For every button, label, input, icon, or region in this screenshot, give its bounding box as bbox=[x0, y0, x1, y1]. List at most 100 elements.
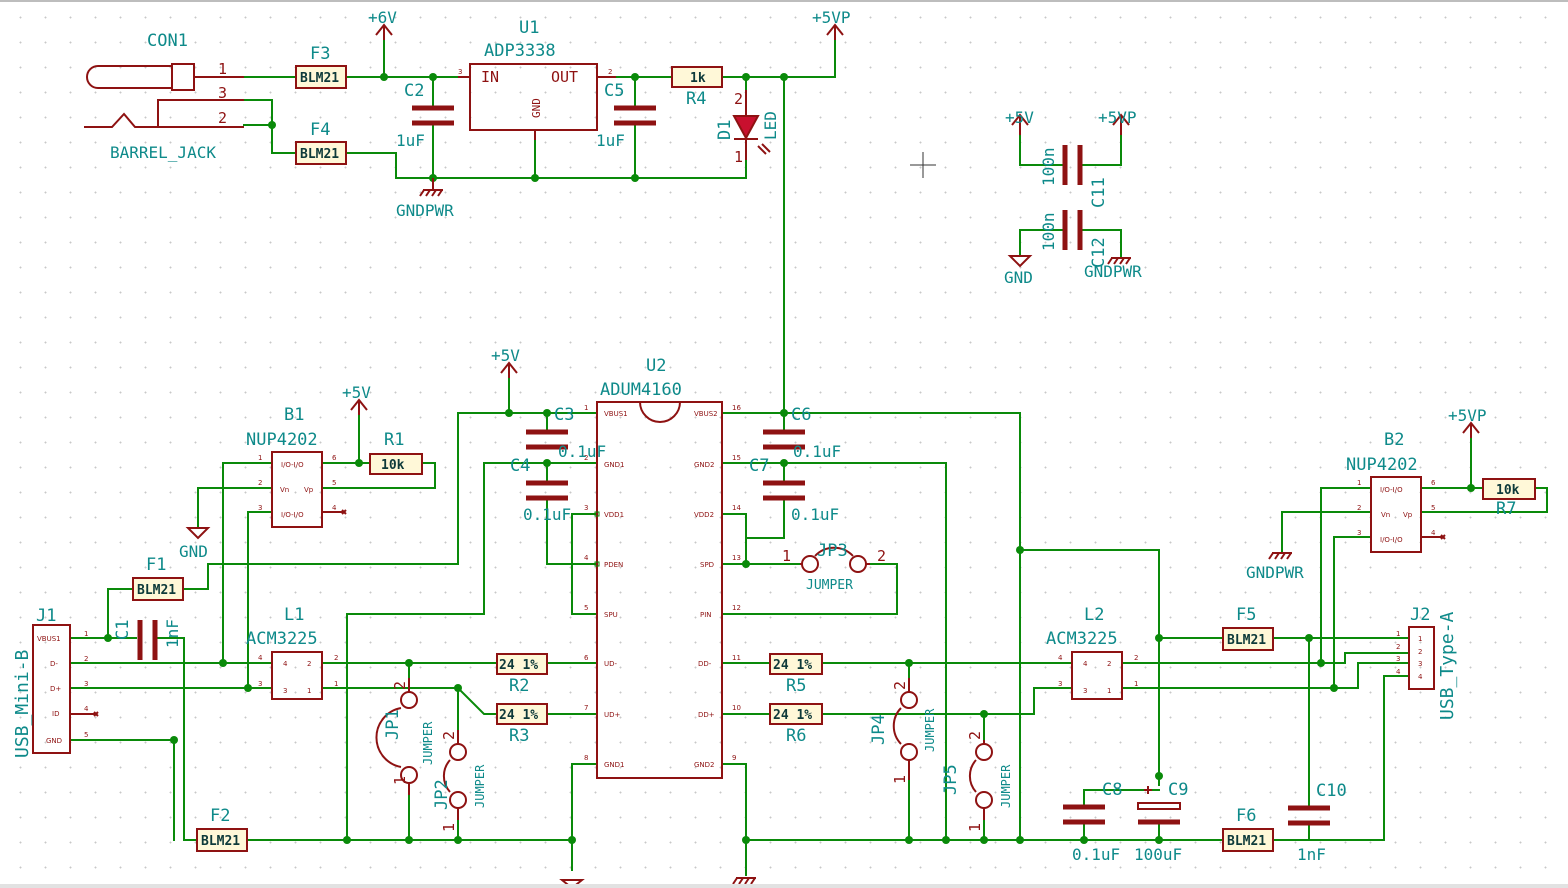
usb-type-a-connector-j2[interactable]: 1 2 3 4 1 2 3 4 J2 USB_Type-A bbox=[1396, 605, 1458, 720]
svg-text:ID: ID bbox=[52, 710, 59, 718]
svg-text:1: 1 bbox=[440, 823, 458, 832]
svg-text:R3: R3 bbox=[509, 726, 529, 746]
resistor-r1[interactable]: 10k R1 bbox=[369, 430, 423, 475]
svg-text:0.1uF: 0.1uF bbox=[523, 505, 571, 524]
gndpwr-u2-bottom-symbol[interactable] bbox=[732, 877, 756, 885]
svg-text:100n: 100n bbox=[1039, 147, 1058, 186]
barrel-jack-con1[interactable]: 1 3 2 CON1 BARREL_JACK bbox=[84, 31, 244, 162]
svg-text:1: 1 bbox=[307, 687, 311, 695]
svg-text:BLM21: BLM21 bbox=[1227, 834, 1266, 849]
svg-text:JP2: JP2 bbox=[432, 779, 452, 810]
gndpwr-top-symbol[interactable]: GNDPWR bbox=[396, 178, 454, 220]
svg-text:GND2: GND2 bbox=[694, 461, 715, 469]
jumper-jp4[interactable]: 2 1 JP4 JUMPER bbox=[869, 678, 937, 784]
resistor-r4[interactable]: 1k R4 bbox=[671, 66, 723, 109]
svg-text:3: 3 bbox=[1357, 529, 1361, 537]
svg-text:C7: C7 bbox=[749, 456, 769, 476]
svg-text:4: 4 bbox=[584, 554, 589, 562]
capacitor-c6[interactable]: C6 0.1uF bbox=[763, 405, 841, 461]
svg-text:24 1%: 24 1% bbox=[499, 708, 538, 723]
capacitor-c11[interactable]: 100n C11 bbox=[1039, 145, 1109, 208]
jumper-jp1[interactable]: 2 1 JP1 JUMPER bbox=[375, 678, 435, 795]
capacitor-c7[interactable]: C7 0.1uF bbox=[749, 456, 839, 524]
svg-text:1nF: 1nF bbox=[1297, 845, 1326, 864]
common-mode-choke-l1[interactable]: 4 2 3 1 4 3 2 1 L1 ACM3225 bbox=[246, 605, 338, 700]
gndpwr-b2-symbol[interactable]: GNDPWR bbox=[1246, 552, 1304, 582]
svg-text:10: 10 bbox=[732, 704, 741, 712]
gndpwr-c12-symbol[interactable]: GNDPWR bbox=[1084, 257, 1142, 281]
svg-text:C12: C12 bbox=[1089, 237, 1109, 268]
svg-text:5: 5 bbox=[1431, 504, 1435, 512]
power-5vp-b2-symbol[interactable]: +5VP bbox=[1448, 406, 1487, 438]
ferrite-f3[interactable]: BLM21 F3 bbox=[295, 44, 347, 89]
capacitor-c12[interactable]: 100n C12 bbox=[1039, 210, 1109, 268]
svg-text:3: 3 bbox=[1396, 655, 1400, 663]
ferrite-f6[interactable]: BLM21 F6 bbox=[1222, 806, 1274, 852]
svg-text:BLM21: BLM21 bbox=[201, 834, 240, 849]
jumper-jp3[interactable]: 1 2 JP3 JUMPER bbox=[782, 541, 886, 593]
capacitor-c4[interactable]: C4 0.1uF bbox=[510, 456, 571, 524]
svg-text:2: 2 bbox=[891, 681, 909, 690]
svg-text:J1: J1 bbox=[36, 606, 56, 626]
svg-text:1: 1 bbox=[334, 680, 338, 688]
resistor-r2[interactable]: 24 1% R2 bbox=[496, 653, 548, 696]
gnd-b1-symbol[interactable]: GND bbox=[179, 527, 211, 561]
svg-text:L2: L2 bbox=[1084, 605, 1104, 625]
svg-text:3: 3 bbox=[84, 680, 88, 688]
tvs-array-b1[interactable]: I/O-I/O Vn Vp I/O-I/O 1 2 3 6 5 4 B1 NUP… bbox=[246, 405, 347, 528]
capacitor-c9[interactable]: C9 100uF bbox=[1134, 780, 1188, 864]
svg-text:15: 15 bbox=[732, 454, 741, 462]
svg-text:1: 1 bbox=[258, 454, 262, 462]
power-5vp-c11-symbol[interactable]: +5VP bbox=[1098, 108, 1137, 135]
capacitor-c1[interactable]: C1 1nF bbox=[113, 619, 182, 660]
svg-text:1: 1 bbox=[1107, 687, 1111, 695]
svg-text:R1: R1 bbox=[384, 430, 404, 450]
gnd-c12-symbol[interactable]: GND bbox=[1004, 255, 1033, 287]
usb-mini-b-connector-j1[interactable]: VBUS1 D- D+ ID GND 1 2 3 4 5 J1 USB_Mini… bbox=[12, 606, 99, 758]
resistor-r6[interactable]: 24 1% R6 bbox=[769, 703, 823, 746]
jumper-jp5[interactable]: 2 1 JP5 JUMPER bbox=[941, 731, 1013, 832]
isolator-u2[interactable]: VBUS1 GND1 VDD1 PDEN SPU UD- UD+ GND1 VB… bbox=[584, 356, 741, 779]
svg-text:0.1uF: 0.1uF bbox=[558, 442, 606, 461]
svg-text:JP5: JP5 bbox=[941, 764, 961, 795]
svg-text:2: 2 bbox=[84, 655, 88, 663]
svg-text:R5: R5 bbox=[786, 676, 806, 696]
power-5v-c11-symbol[interactable]: +5V bbox=[1005, 108, 1034, 135]
power-5v-b1-symbol[interactable]: +5V bbox=[342, 383, 371, 415]
ferrite-f1[interactable]: BLM21 F1 bbox=[132, 555, 184, 601]
svg-text:2: 2 bbox=[1107, 660, 1111, 668]
tvs-array-b2[interactable]: I/O-I/O Vn Vp I/O-I/O 1 2 3 6 5 4 B2 NUP… bbox=[1346, 430, 1446, 553]
capacitor-c8[interactable]: C8 0.1uF bbox=[1063, 780, 1122, 864]
regulator-u1[interactable]: IN OUT GND 3 2 U1 ADP3338 bbox=[458, 18, 616, 140]
capacitor-c5[interactable]: C5 1uF bbox=[596, 81, 656, 150]
resistor-r7[interactable]: 10k R7 bbox=[1482, 478, 1536, 519]
ferrite-f5[interactable]: BLM21 F5 bbox=[1222, 605, 1274, 651]
resistor-r3[interactable]: 24 1% R3 bbox=[496, 703, 548, 746]
led-d1[interactable]: 2 1 D1 LED bbox=[715, 90, 780, 166]
svg-text:6: 6 bbox=[1431, 479, 1436, 487]
ferrite-f2[interactable]: BLM21 F2 bbox=[196, 806, 248, 852]
svg-text:13: 13 bbox=[732, 554, 741, 562]
capacitor-c3[interactable]: C3 0.1uF bbox=[526, 405, 606, 461]
svg-text:2: 2 bbox=[1418, 648, 1422, 656]
svg-text:C1: C1 bbox=[113, 620, 133, 640]
svg-text:VBUS1: VBUS1 bbox=[604, 410, 628, 418]
svg-text:8: 8 bbox=[584, 754, 588, 762]
svg-text:1: 1 bbox=[218, 60, 227, 78]
power-6v-symbol[interactable]: +6V bbox=[368, 8, 397, 40]
svg-text:JUMPER: JUMPER bbox=[806, 578, 853, 593]
svg-text:+5VP: +5VP bbox=[1098, 108, 1137, 127]
capacitor-c10[interactable]: C10 1nF bbox=[1288, 781, 1347, 864]
svg-text:4: 4 bbox=[1058, 654, 1063, 662]
power-5v-u2-symbol[interactable]: +5V bbox=[491, 346, 520, 378]
common-mode-choke-l2[interactable]: 4 2 3 1 4 3 2 1 L2 ACM3225 bbox=[1046, 605, 1138, 700]
power-5vp-top-symbol[interactable]: +5VP bbox=[812, 8, 851, 40]
svg-text:ADUM4160: ADUM4160 bbox=[600, 380, 682, 400]
crosshair-cursor-icon bbox=[910, 152, 936, 178]
junctions bbox=[104, 73, 1475, 844]
resistor-r5[interactable]: 24 1% R5 bbox=[769, 653, 823, 696]
svg-text:4: 4 bbox=[283, 660, 288, 668]
ferrite-f4[interactable]: BLM21 F4 bbox=[295, 120, 347, 165]
capacitor-c2[interactable]: C2 1uF bbox=[396, 81, 454, 150]
jumper-jp2[interactable]: 2 1 JP2 JUMPER bbox=[432, 730, 487, 832]
